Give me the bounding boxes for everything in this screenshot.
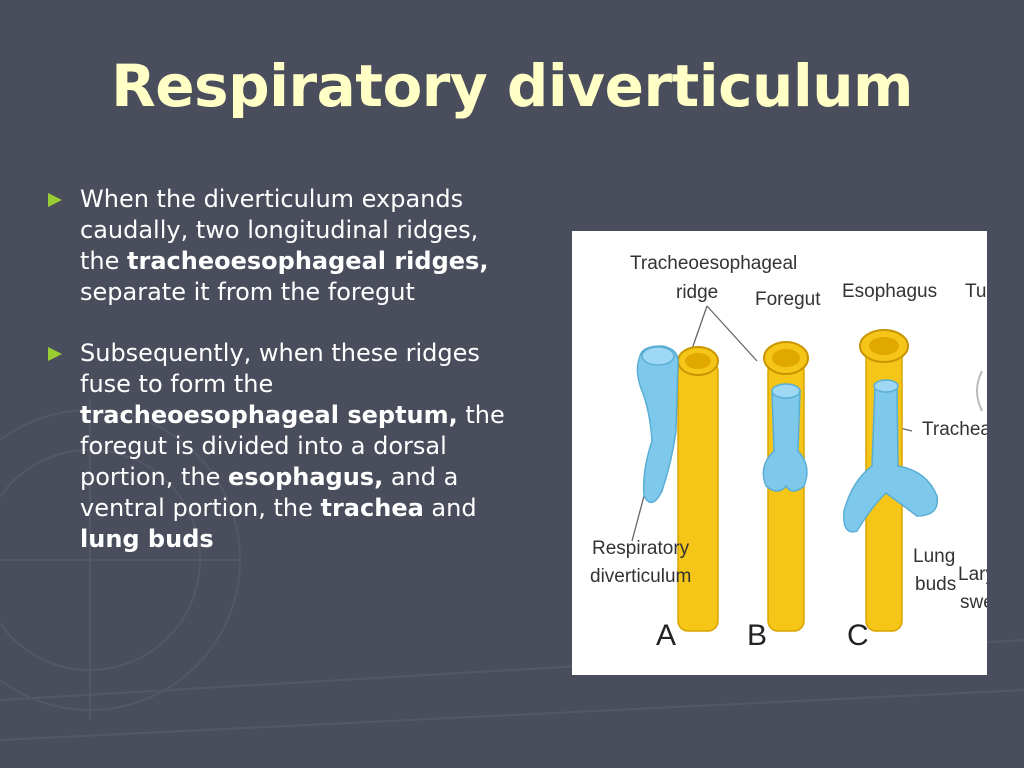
- label-buds: buds: [915, 574, 957, 595]
- panel-a-diagram: [636, 345, 719, 632]
- panel-label-a: A: [656, 619, 677, 652]
- panel-label-b: B: [747, 619, 768, 652]
- bullet-segment: and: [423, 494, 477, 522]
- label-esophagus: Esophagus: [842, 281, 938, 302]
- label-swelling-partial: swe: [960, 592, 987, 613]
- bullet-text: When the diverticulum expands caudally, …: [80, 184, 512, 308]
- bullet-segment: and a ventral portion, the: [80, 463, 459, 522]
- label-lung: Lung: [913, 546, 956, 567]
- panel-c-diagram: [843, 329, 939, 632]
- bullet-item: Subsequently, when these ridges fuse to …: [42, 338, 512, 555]
- label-ridge: ridge: [676, 282, 719, 303]
- label-tracheoesophageal: Tracheoesophageal: [630, 253, 798, 274]
- bullet-item: When the diverticulum expands caudally, …: [42, 184, 512, 308]
- bullet-text: Subsequently, when these ridges fuse to …: [80, 338, 512, 555]
- bullet-list: When the diverticulum expands caudally, …: [42, 184, 512, 585]
- panel-label-c: C: [847, 619, 869, 652]
- panel-b-diagram: [762, 341, 809, 632]
- label-larynx-partial: Lary: [958, 564, 987, 585]
- embryology-figure: Tracheoesophageal ridge Foregut Esophagu…: [572, 231, 987, 675]
- label-foregut: Foregut: [755, 289, 821, 310]
- bullet-arrow-icon: [48, 347, 62, 361]
- label-trachea: Trachea: [922, 419, 987, 440]
- bullet-segment: When the diverticulum expands caudally, …: [80, 185, 479, 275]
- label-tube-partial: Tu: [965, 281, 987, 302]
- bullet-segment: separate it from the foregut: [80, 278, 415, 306]
- bullet-segment-bold: tracheoesophageal septum,: [80, 401, 458, 429]
- bullet-segment-bold: lung buds: [80, 525, 214, 553]
- slide-title: Respiratory diverticulum: [111, 52, 913, 120]
- bullet-segment: Subsequently, when these ridges fuse to …: [80, 339, 480, 398]
- bullet-segment-bold: tracheoesophageal ridges,: [127, 247, 489, 275]
- figure-drawing: [631, 305, 983, 632]
- bullet-arrow-icon: [48, 193, 62, 207]
- label-respiratory: Respiratory: [592, 538, 690, 559]
- bullet-segment-bold: esophagus,: [228, 463, 384, 491]
- bullet-segment: the foregut is divided into a dorsal por…: [80, 401, 505, 491]
- partial-structure: [976, 370, 983, 412]
- bullet-segment-bold: trachea: [320, 494, 424, 522]
- label-diverticulum: diverticulum: [590, 566, 692, 587]
